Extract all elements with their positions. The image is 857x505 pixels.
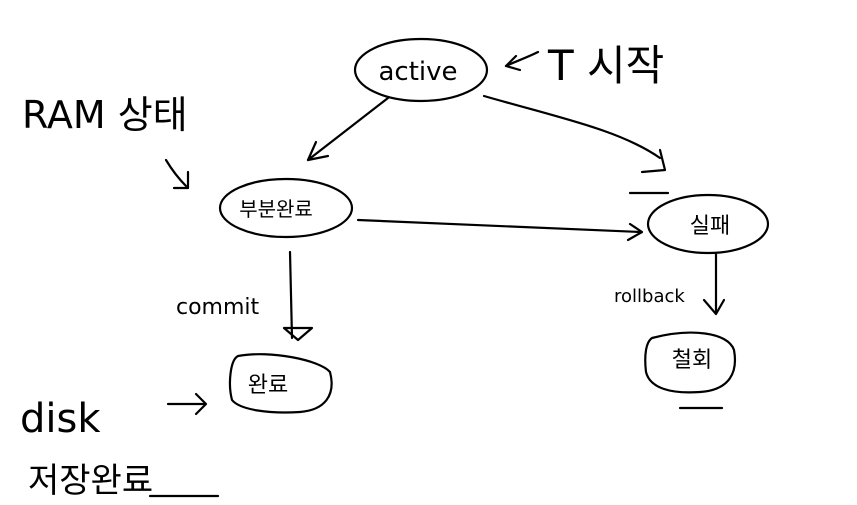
- edge-partial-to-failed: [356, 218, 644, 242]
- annotation-rollback-label: rollback: [614, 286, 685, 307]
- state-partial-commit-label: 부분완료: [239, 197, 313, 221]
- edge-active-to-failed: [482, 94, 667, 174]
- state-failed-label: 실패: [690, 214, 730, 239]
- state-partial-commit: 부분완료: [218, 177, 354, 239]
- edge-active-to-partial: [306, 96, 390, 162]
- state-active: active: [353, 37, 489, 103]
- state-completed: 완료: [228, 353, 333, 414]
- annotation-ram-label: RAM 상태: [22, 93, 188, 137]
- state-completed-label: 완료: [248, 373, 288, 398]
- edge-failed-to-aborted: [702, 252, 726, 316]
- annotation-disk-saved: 저장완료: [28, 461, 220, 501]
- annotation-disk: disk: [20, 392, 208, 442]
- annotation-disk-saved-label: 저장완료: [28, 461, 153, 501]
- annotation-disk-label: disk: [20, 396, 101, 442]
- annotation-commit: commit: [176, 295, 260, 320]
- annotation-ram: RAM 상태: [22, 93, 190, 190]
- annotation-commit-label: commit: [176, 295, 260, 320]
- edge-partial-to-completed: [282, 250, 314, 342]
- state-aborted: 철회: [644, 331, 736, 410]
- annotation-start: T 시작: [504, 41, 664, 90]
- state-aborted-label: 철회: [672, 348, 712, 373]
- annotation-start-label: T 시작: [547, 41, 664, 90]
- annotation-rollback: rollback: [614, 286, 685, 307]
- state-active-label: active: [378, 57, 457, 87]
- state-failed: 실패: [628, 191, 770, 255]
